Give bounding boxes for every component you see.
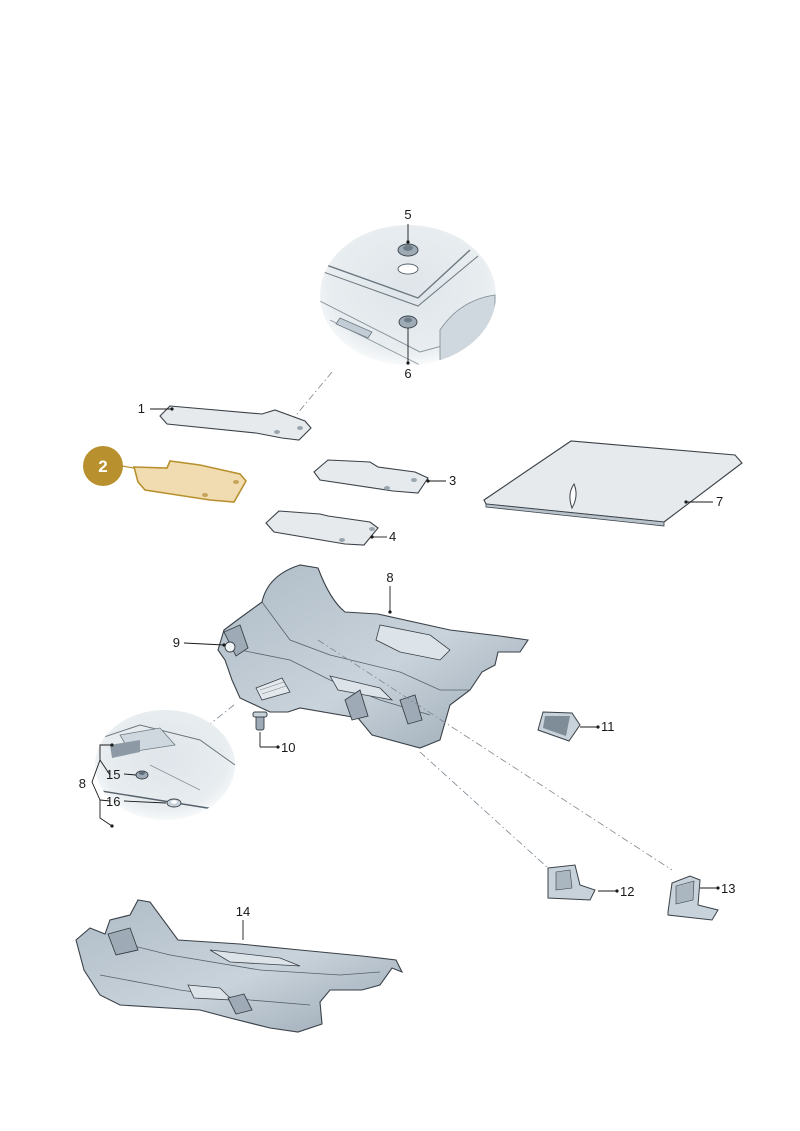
callout-8-main: 8 [386, 570, 393, 585]
luggage-mat-part-7 [483, 440, 743, 527]
callout-4: 4 [389, 529, 396, 544]
badge-label: 2 [98, 457, 107, 476]
floor-mat-part-1 [159, 405, 312, 441]
callout-6: 6 [404, 366, 411, 381]
detail-view-top [320, 225, 496, 365]
callout-16: 16 [106, 794, 120, 809]
callout-15: 15 [106, 767, 120, 782]
callout-10: 10 [281, 740, 295, 755]
bracket-part-12 [547, 864, 596, 901]
callout-labels: 5 6 1 3 4 7 8 9 10 11 12 13 14 8 15 16 [79, 207, 736, 919]
floor-mat-part-4 [265, 510, 379, 546]
callout-9: 9 [173, 635, 180, 650]
highlight-badge-part-2[interactable]: 2 [83, 446, 123, 486]
callout-5: 5 [404, 207, 411, 222]
nut-part-15 [135, 770, 149, 780]
floor-carpet-part-14 [75, 899, 404, 1033]
grommet-part-5 [397, 243, 419, 275]
callout-14: 14 [236, 904, 250, 919]
clip-part-10 [252, 711, 268, 731]
bracket-part-13 [667, 875, 719, 921]
callout-8-detail: 8 [79, 776, 86, 791]
callout-1: 1 [138, 401, 145, 416]
detail-view-lower [95, 710, 235, 820]
callout-11: 11 [601, 719, 615, 734]
callout-3: 3 [449, 473, 456, 488]
callout-13: 13 [721, 881, 735, 896]
floor-carpet-part-8 [217, 564, 529, 749]
callout-7: 7 [716, 494, 723, 509]
floor-mat-part-3 [313, 459, 429, 494]
insulation-piece-part-11 [537, 711, 581, 742]
floor-mat-part-2 [132, 460, 247, 503]
washer-part-16 [166, 798, 182, 808]
grommet-part-6 [398, 315, 418, 329]
callout-12: 12 [620, 884, 634, 899]
leader-lines [91, 224, 720, 940]
